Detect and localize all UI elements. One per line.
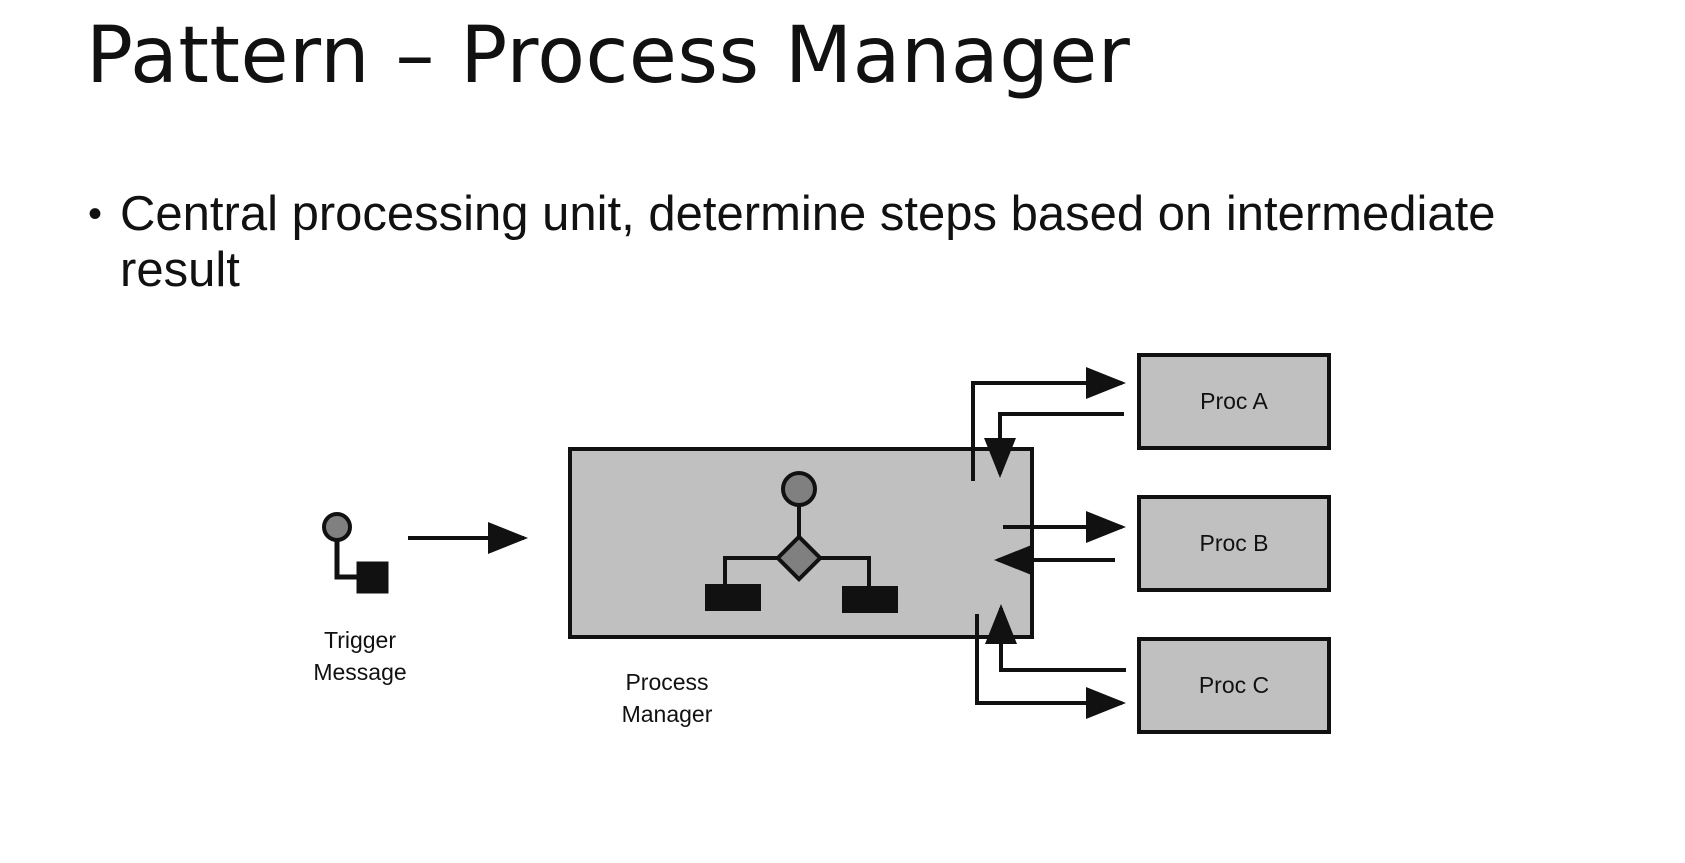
- bullet-text: Central processing unit, determine steps…: [120, 187, 1496, 297]
- manager-to-proc-a-arrow: [971, 367, 1126, 481]
- proc-b-label: Proc B: [1199, 530, 1268, 556]
- trigger-message-icon: [322, 512, 389, 594]
- slide-title: Pattern – Process Manager: [86, 11, 1131, 101]
- decision-flow-icon: [705, 471, 898, 613]
- proc-c-box: [1137, 637, 1331, 734]
- trigger-label-line1: Trigger: [324, 627, 396, 653]
- bullet-list: • Central processing unit, determine ste…: [86, 186, 1606, 298]
- bullet-dot-icon: •: [88, 192, 103, 236]
- proc-b-box: [1137, 495, 1331, 592]
- manager-label-line1: Process: [625, 669, 708, 695]
- proc-c-label: Proc C: [1199, 672, 1269, 698]
- trigger-label-line2: Message: [313, 659, 406, 685]
- proc-a-label: Proc A: [1200, 388, 1268, 414]
- manager-to-proc-c-arrow: [975, 614, 1126, 719]
- proc-a-to-manager-arrow: [984, 412, 1124, 478]
- manager-label-line2: Manager: [622, 701, 713, 727]
- proc-c-to-manager-arrow: [985, 604, 1126, 672]
- proc-a-box: [1137, 353, 1331, 450]
- bullet-item: • Central processing unit, determine ste…: [86, 186, 1606, 298]
